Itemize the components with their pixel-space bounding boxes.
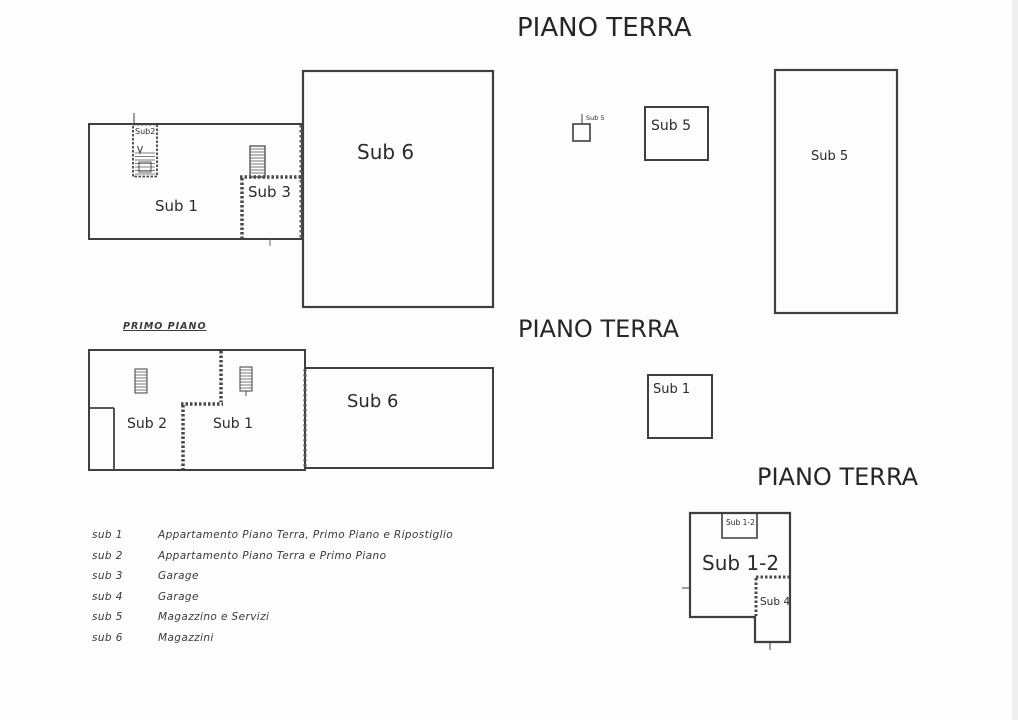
legend-row: sub 3 Garage (92, 570, 453, 583)
legend-key: sub 2 (92, 549, 123, 562)
stair-landing (138, 161, 152, 173)
room-sub5-box-outline (644, 106, 709, 161)
legend-key: sub 3 (92, 570, 123, 582)
stairs-icon (135, 152, 155, 175)
legend-description: Magazzino e Servizi (158, 611, 270, 623)
closet-sub2-outline (132, 123, 158, 178)
page-title-ground-floor-top: PIANO TERRA (517, 13, 692, 43)
room-sub1-box-outline (647, 374, 713, 439)
legend-description: Appartamento Piano Terra, Primo Piano e … (158, 529, 454, 541)
stairs-icon (249, 145, 266, 178)
room-sub12-small-outline (721, 513, 758, 539)
stairs-icon (239, 366, 253, 396)
legend-row: sub 1 Appartamento Piano Terra, Primo Pi… (92, 529, 453, 542)
room-label-sub5-tiny: Sub 5 (586, 114, 605, 122)
room-label-sub1: Sub 1 (155, 197, 198, 215)
stair-direction-arrow-icon (137, 145, 143, 155)
room-label-sub3: Sub 3 (248, 183, 291, 201)
room-label-sub12-main: Sub 1-2 (702, 551, 780, 575)
legend-description: Garage (158, 590, 199, 603)
plan-top-right-group (572, 68, 899, 315)
room-label-sub6-first-floor: Sub 6 (347, 391, 399, 412)
legend-key: sub 4 (92, 590, 123, 603)
building-first-floor-outline (88, 349, 306, 471)
legend-row: sub 2 Appartamento Piano Terra e Primo P… (92, 550, 453, 563)
legend-row: sub 4 Garage (92, 591, 453, 604)
room-label-sub1-box: Sub 1 (653, 382, 691, 397)
legend-description: Magazzini (158, 631, 214, 644)
legend-key: sub 5 (92, 611, 123, 623)
legend-row: sub 6 Magazzini (92, 632, 453, 645)
page-title-ground-floor-middle: PIANO TERRA (518, 315, 680, 343)
room-sub5-tiny-outline (572, 123, 591, 142)
plan-top-left-group (88, 69, 495, 309)
legend: sub 1 Appartamento Piano Terra, Primo Pi… (92, 529, 453, 652)
building-sub12-outline (688, 511, 792, 644)
legend-description: Appartamento Piano Terra e Primo Piano (158, 549, 387, 562)
stairs-icon (134, 368, 148, 394)
room-sub6-top-outline (301, 69, 495, 309)
legend-key: sub 6 (92, 631, 123, 644)
first-floor-label: PRIMO PIANO (123, 321, 207, 332)
plan-first-floor-group (88, 349, 494, 471)
scan-edge-artifact (1012, 0, 1018, 720)
room-label-sub2: Sub2 (135, 127, 156, 136)
room-label-sub5-box: Sub 5 (651, 118, 692, 134)
legend-key: sub 1 (92, 529, 123, 541)
room-label-sub5-large: Sub 5 (811, 149, 849, 164)
room-label-sub12-small: Sub 1-2 (726, 518, 755, 527)
legend-row: sub 5 Magazzino e Servizi (92, 611, 453, 624)
room-sub5-large-outline (773, 68, 899, 315)
building-sub1-outline (88, 123, 303, 240)
room-label-sub4: Sub 4 (760, 596, 791, 608)
room-sub6-mid-outline (304, 367, 494, 469)
room-label-sub1-first-floor: Sub 1 (213, 416, 254, 432)
plan-bottom-right-group (682, 511, 792, 650)
page-title-ground-floor-bottom: PIANO TERRA (757, 463, 919, 491)
room-label-sub2-first-floor: Sub 2 (127, 416, 168, 432)
room-label-sub6: Sub 6 (357, 140, 415, 164)
legend-description: Garage (158, 570, 199, 582)
